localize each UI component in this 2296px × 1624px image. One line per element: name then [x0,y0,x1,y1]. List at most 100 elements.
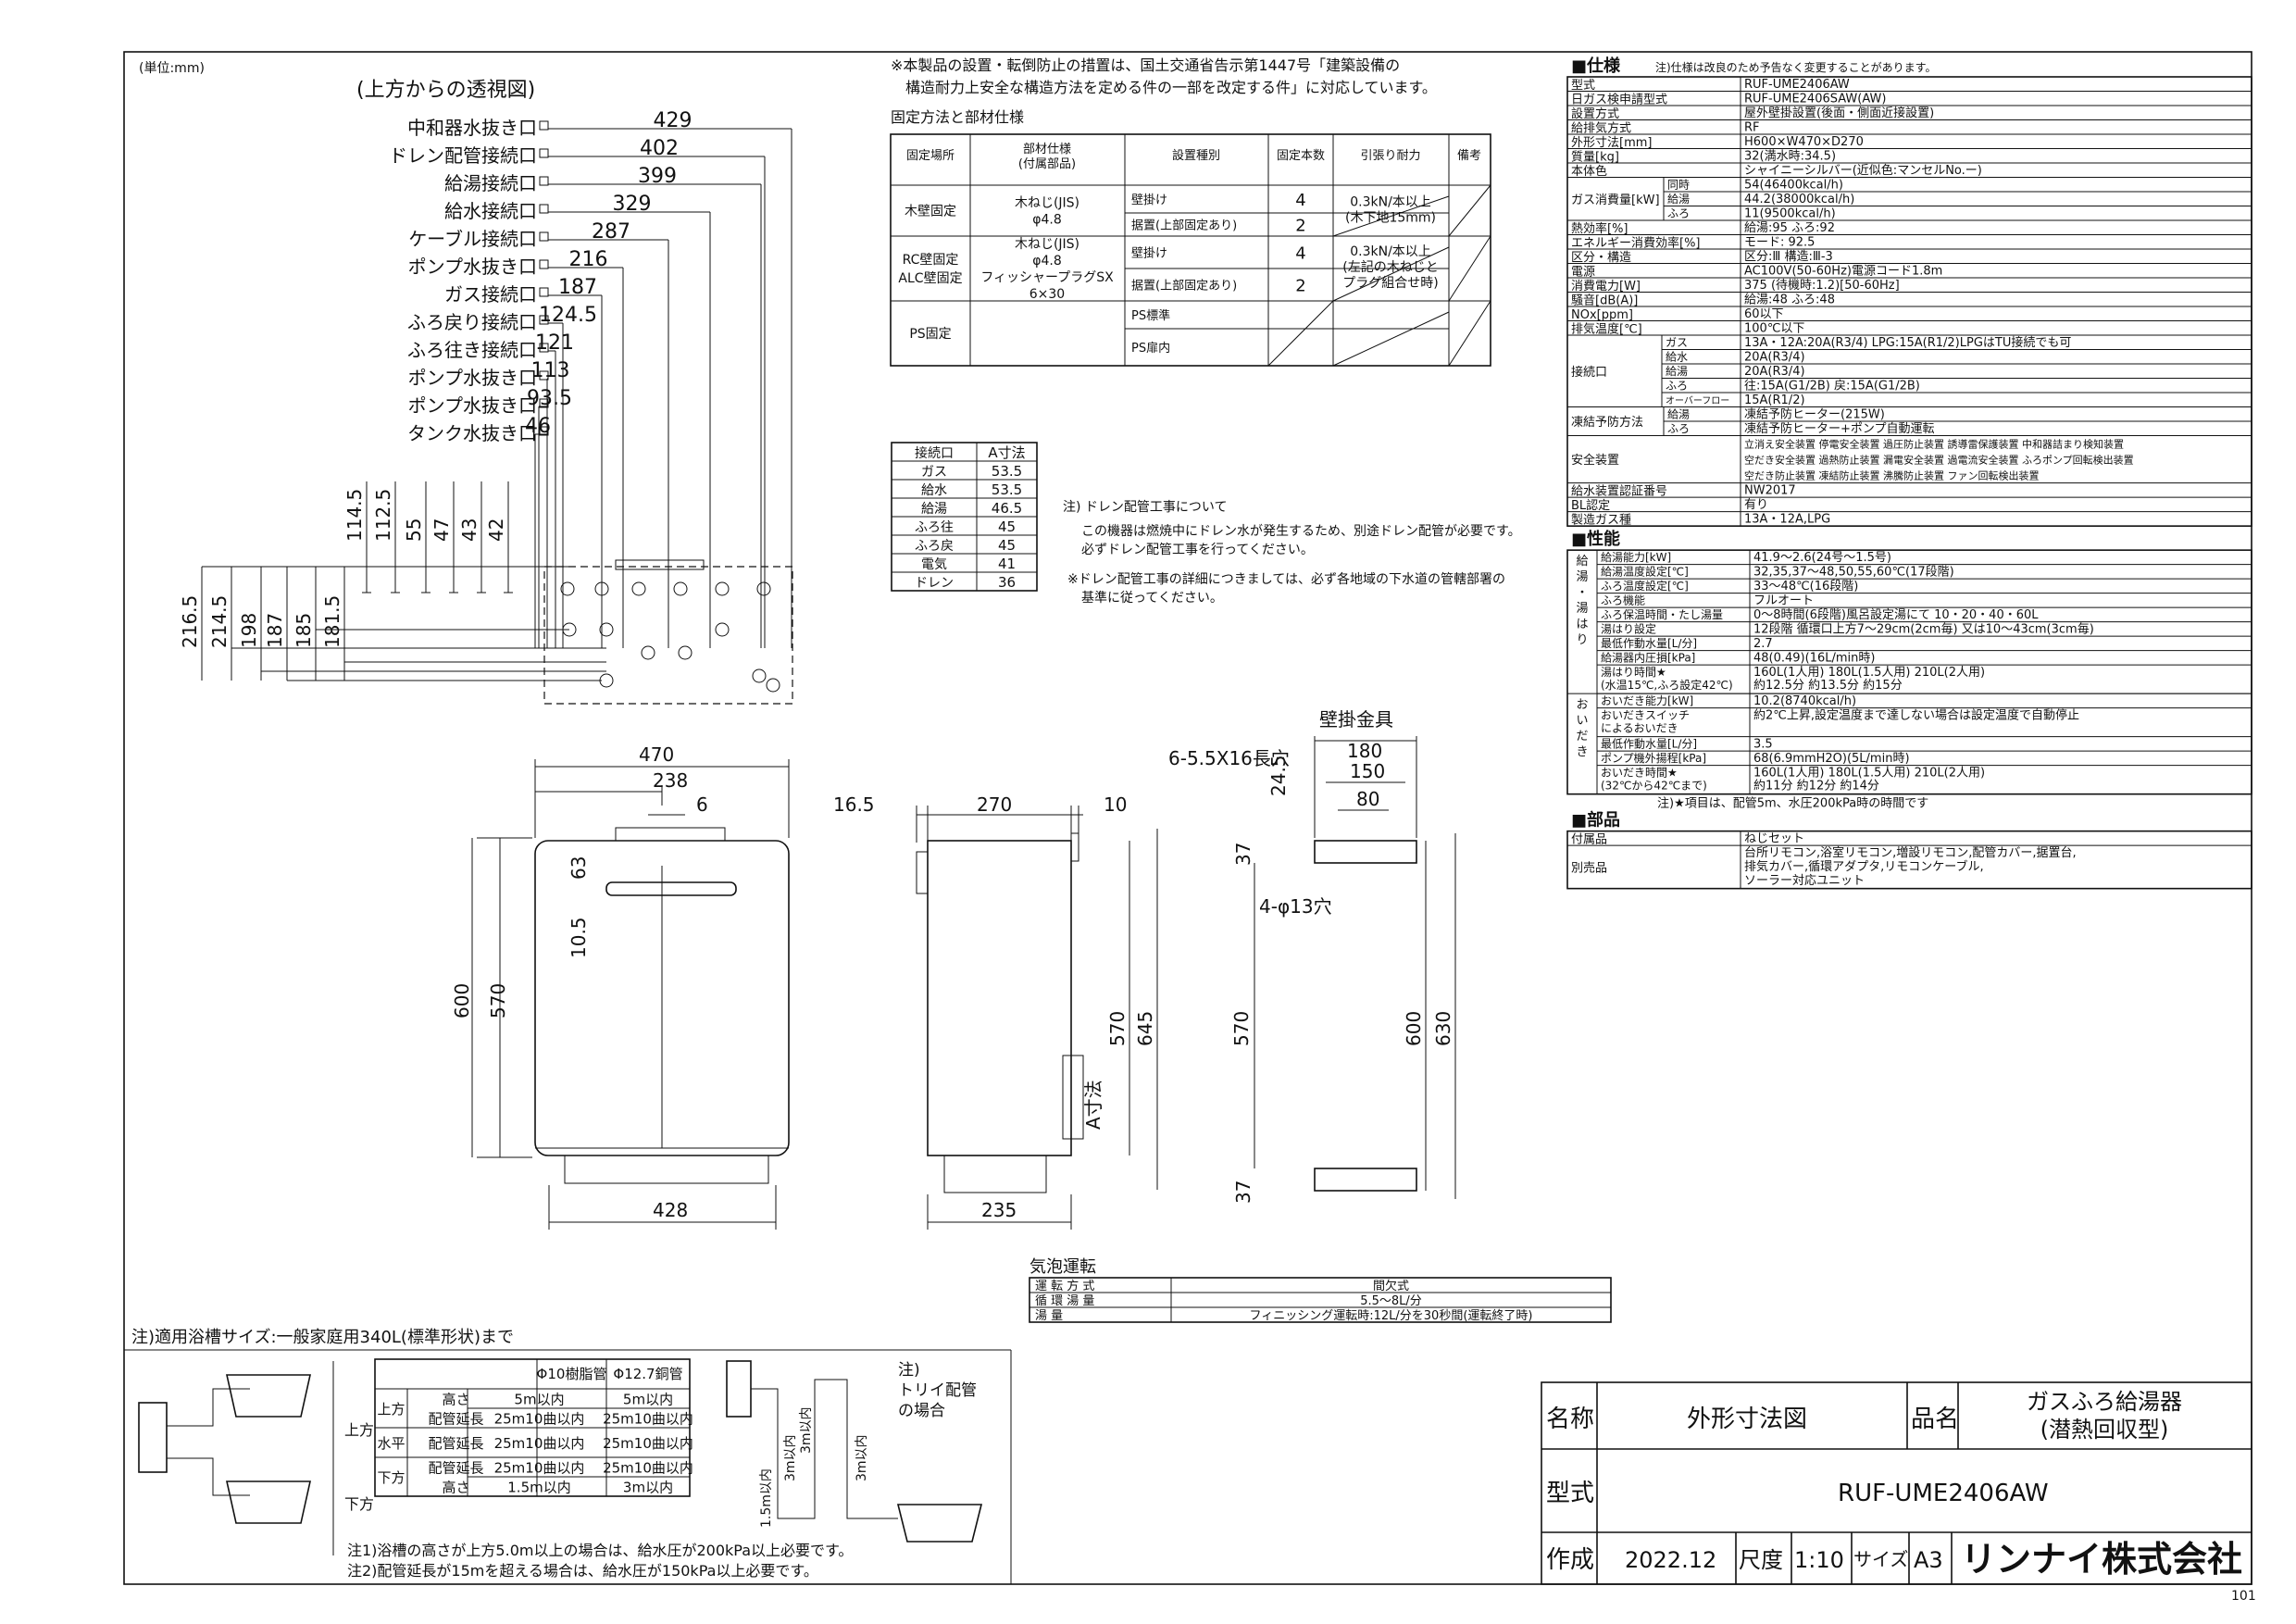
spec-key: 区分・構造 [1571,251,1631,265]
perf-value: 32,35,37〜48,50,55,60℃(17段階) [1753,566,1954,580]
spec-key: エネルギー消費効率[%] [1571,235,1701,250]
perf-group-label: は [1576,618,1588,631]
fix-count: 4 [1295,244,1305,264]
perf-value: 160L(1人用) 180L(1.5人用) 210L(2人用) [1753,666,1985,680]
trap-note-line: 注) [898,1361,920,1380]
top-row-value: 287 [592,220,630,244]
fix-header: 備考 [1457,148,1481,163]
top-row-value: 113 [531,359,570,382]
bath-item-v2: 25m10曲以内 [603,1435,693,1452]
spec-key: 給水装置認証番号 [1571,483,1667,498]
fix-spec: 6×30 [1029,287,1065,302]
fixing-table: 固定場所部材仕様(付属部品)設置種別固定本数引張り耐力備考木壁固定木ねじ(JIS… [890,133,1491,367]
tb-product-line: (潜熱回収型) [2040,1417,2169,1443]
perf-value: 3.5 [1753,738,1773,752]
spec-key: NOx[ppm] [1571,308,1633,322]
bath-item-key: 配管延長 [428,1435,483,1452]
spec-value: NW2017 [1744,484,1796,498]
perf-key: ふろ機能 [1601,593,1645,607]
bath-item-v1: 25m10曲以内 [494,1460,585,1477]
top-ldim: 214.5 [208,595,231,648]
front-top-cap [615,827,726,842]
bracket-top [1314,840,1417,864]
spec-sub-value: 15A(R1/2) [1744,394,1805,407]
tb-size-value: A3 [1914,1547,1943,1573]
side-view: 16.5 270 10 570 645 A寸法 235 [833,793,1158,1230]
fix-count: 4 [1295,191,1305,210]
bracket-dim-37a: 37 [1232,843,1254,866]
top-row-value: 187 [558,276,597,299]
perf-group-label: だ [1576,730,1588,743]
a-dim-label: ふろ往 [915,520,954,535]
trap-note-line: トリイ配管 [898,1381,977,1400]
perf-key: (水温15℃,ふろ設定42℃) [1601,678,1733,692]
bracket-dim-150: 150 [1350,760,1385,782]
drain-note: 注) ドレン配管工事について この機器は燃焼中にドレン水が発生するため、別途ドレ… [1063,500,1521,606]
top-row-label: ガス接続口 [444,283,537,306]
trap-dim-2: 1.5m以内 [759,1468,774,1528]
spec-sub-value: 54(46400kcal/h) [1744,179,1843,193]
spec-value: RUF-UME2406SAW(AW) [1744,93,1886,106]
top-ldim: 216.5 [179,595,201,648]
fix-header: 固定本数 [1277,149,1325,163]
install-note: ※本製品の設置・転倒防止の措置は、国土交通省告示第1447号「建築設備の 構造耐… [891,56,1437,96]
front-dim-470: 470 [639,743,674,766]
perf-key: 最低作動水量[L/分] [1601,738,1697,751]
spec-key: 本体色 [1571,164,1607,179]
top-row-label: ポンプ水抜き口 [408,367,537,389]
spec-sub-key: ふろ [1667,422,1690,435]
perf-key: おいだき能力[kW] [1601,694,1693,707]
bath-note2: 注2)配管延長が15mを超える場合は、給水圧が150kPa以上必要です。 [347,1562,818,1580]
a-dim-label: 給湯 [921,501,947,517]
perf-group-label: ・ [1576,586,1588,600]
top-vdim: 55 [403,518,425,542]
spec-key: 設置方式 [1571,106,1619,121]
bath-item-key: 高さ [442,1392,469,1408]
side-dim-570: 570 [1106,1011,1129,1046]
bubble-value: フィニッシング運転時:12L/分を30秒間(運転終了時) [1250,1308,1533,1323]
fixing-title: 固定方法と部材仕様 [891,108,1024,126]
bath-group: 水平 [377,1435,405,1452]
a-dim-value: 53.5 [992,463,1022,480]
bath-header: Φ10樹脂管 [537,1366,607,1382]
spec-value: H600×W470×D270 [1744,135,1864,149]
perf-note: 注)★項目は、配管5m、水圧200kPa時の時間です [1657,797,1928,811]
tb-product-value: ガスふろ給湯器(潜熱回収型) [2027,1389,2182,1443]
perf-value: 48(0.49)(16L/min時) [1753,652,1875,666]
perf-group-label: り [1576,633,1588,647]
top-row-value: 402 [640,137,679,160]
tb-page: 101 [2231,1589,2256,1604]
spec-value: 375 (待機時:1.2)[50-60Hz] [1744,279,1900,293]
perf-key: 給湯温度設定[℃] [1601,565,1689,579]
bath-note1: 注1)浴槽の高さが上方5.0m以上の場合は、給水圧が200kPa以上必要です。 [347,1542,853,1559]
bracket-dim-37b: 37 [1232,1181,1254,1204]
top-row-label: 中和器水抜き口 [407,117,537,139]
fix-type: 壁掛け [1131,194,1167,207]
a-dim-label: 電気 [921,557,947,572]
bubble-key: 運 転 方 式 [1035,1279,1094,1293]
install-note-line2: 構造耐力上安全な構造方法を定める件の一部を改定する件」に対応しています。 [905,79,1437,96]
spec-value: 60以下 [1744,307,1784,321]
fix-header: 引張り耐力 [1360,149,1420,163]
perf-key: (32℃から42℃まで) [1601,780,1707,793]
top-ldim: 185 [293,613,315,648]
tb-product-line: ガスふろ給湯器 [2027,1389,2182,1415]
spec-sub-key: オーバーフロー [1666,395,1729,406]
spec-sub-value: 往:15A(G1/2B) 戻:15A(G1/2B) [1744,380,1920,394]
bracket-dim-80: 80 [1356,788,1379,810]
top-view-title: (上方からの透視図) [356,79,535,102]
drain-note-l3: 必ずドレン配管工事を行ってください。 [1081,543,1314,557]
fix-strength: プラグ組合せ時) [1342,276,1438,291]
a-dim-value: 53.5 [992,481,1022,498]
spec-key: 日ガス検申請型式 [1571,93,1667,106]
title-block: 名称 外形寸法図 品名 ガスふろ給湯器(潜熱回収型) 型式 RUF-UME240… [1541,1381,2256,1604]
top-row-label: ポンプ水抜き口 [408,256,537,278]
front-handle [605,881,737,896]
spec-sub-key: 給水 [1666,351,1688,364]
top-vdim: 47 [430,518,453,542]
top-view-outline [543,566,793,705]
